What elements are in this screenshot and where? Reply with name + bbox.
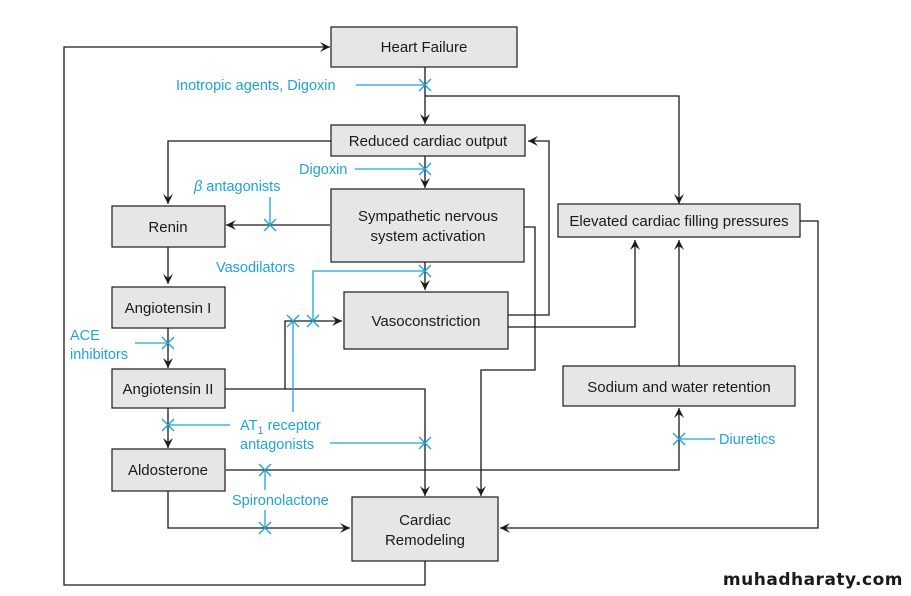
inhibit-x-icon (418, 436, 432, 450)
drug-inhibitions (135, 78, 715, 535)
drug-ace-line1: ACE (70, 328, 100, 344)
node-angiotensin2 (111, 368, 226, 409)
inhibit-x-icon (418, 264, 432, 278)
drug-inotropic: Inotropic agents, Digoxin (176, 78, 336, 94)
node-renin (111, 205, 226, 248)
drug-diuretics: Diuretics (719, 432, 775, 448)
nodes (111, 26, 801, 562)
edge-reduced-output-to-renin (163, 140, 332, 204)
edge-filling-pressures-to-remodeling (500, 220, 819, 533)
node-labels: Heart Failure Reduced cardiac output Sym… (123, 39, 789, 549)
edge-angiotensin2-to-remodeling (225, 388, 430, 496)
label-vasoconstriction: Vasoconstriction (372, 313, 481, 330)
beta-symbol: β (193, 179, 202, 195)
inhibit-x-icon (258, 463, 272, 477)
edge-heart-failure-to-filling-pressures (425, 95, 684, 204)
inhibit-x-icon (672, 432, 686, 446)
label-angiotensin2: Angiotensin II (123, 381, 214, 398)
inhibit-x-icon (263, 218, 277, 232)
drug-ace-line2: inhibitors (70, 347, 128, 363)
inhibit-line-vasodilators (312, 270, 425, 321)
at1-subscript: 1 (257, 425, 263, 437)
label-heart-failure: Heart Failure (381, 39, 468, 56)
connectors (63, 42, 819, 586)
label-aldosterone: Aldosterone (128, 462, 208, 479)
label-sympathetic-line1: Sympathetic nervous (358, 208, 498, 225)
label-filling-pressures: Elevated cardiac filling pressures (569, 213, 788, 230)
edge-remodeling-to-heart-failure (63, 42, 426, 586)
edge-aldosterone-to-sodium (226, 408, 684, 471)
node-sodium-water (562, 365, 796, 407)
drug-at1-line1: AT1 receptor (240, 418, 321, 437)
at1-suffix: receptor (264, 418, 321, 434)
node-filling-pressures (557, 203, 801, 238)
inhibit-x-icon (418, 162, 432, 176)
drug-vasodilators: Vasodilators (216, 260, 295, 276)
label-remodeling-line2: Remodeling (385, 532, 465, 549)
label-reduced-output: Reduced cardiac output (349, 133, 508, 150)
at1-prefix: AT (240, 418, 258, 434)
node-vasoconstriction (343, 291, 509, 350)
node-reduced-output (330, 124, 526, 157)
label-sympathetic-line2: system activation (370, 228, 485, 245)
node-angiotensin1 (111, 286, 226, 329)
inhibit-x-icon (258, 521, 272, 535)
inhibit-x-icon (306, 314, 320, 328)
beta-label: antagonists (206, 179, 280, 195)
edge-vasoconstriction-to-reduced-output (508, 136, 550, 316)
edge-vasoconstriction-to-filling-pressures (508, 240, 640, 328)
node-heart-failure (330, 26, 518, 68)
inhibit-x-icon (161, 418, 175, 432)
node-remodeling (351, 496, 499, 562)
inhibit-x-icon (161, 336, 175, 350)
watermark: muhadharaty.com (722, 570, 903, 590)
label-remodeling-line1: Cardiac (399, 512, 451, 529)
drug-spironolactone: Spironolactone (232, 493, 329, 509)
inhibit-x-icon (418, 78, 432, 92)
label-angiotensin1: Angiotensin I (125, 300, 212, 317)
edge-angiotensin2-to-vasoconstriction (284, 316, 342, 389)
edge-aldosterone-to-remodeling (167, 491, 350, 533)
drug-at1-line2: antagonists (240, 437, 314, 453)
node-aldosterone (111, 448, 226, 492)
label-renin: Renin (148, 219, 187, 236)
drug-digoxin: Digoxin (299, 162, 347, 178)
label-sodium-water: Sodium and water retention (587, 379, 770, 396)
node-sympathetic (330, 188, 525, 263)
edge-sympathetic-to-remodeling (476, 226, 536, 496)
inhibit-x-icon (286, 314, 300, 328)
